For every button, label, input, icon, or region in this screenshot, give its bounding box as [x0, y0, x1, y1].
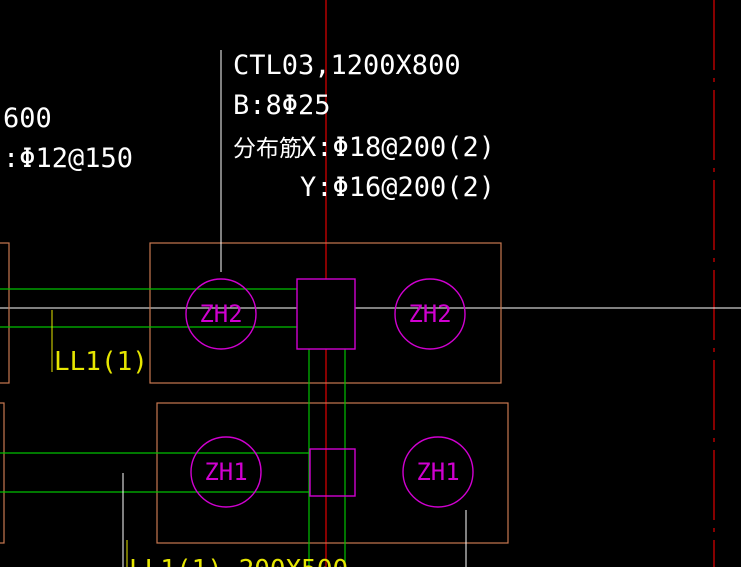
pile-cap-left-top-partial[interactable] [0, 242, 10, 384]
column-top[interactable] [296, 278, 356, 350]
pile-label-bottom-right: ZH1 [416, 458, 459, 486]
pile-circle-bottom-right[interactable] [402, 436, 474, 508]
pile-circle-top-right[interactable] [394, 278, 466, 350]
cap-note-distribution-label: 分布筋 [233, 136, 302, 162]
pile-circle-top-left[interactable] [185, 278, 257, 350]
cap-note-name: CTL03,1200X800 [233, 50, 461, 81]
cap-note-y-bars: Y:Φ16@200(2) [300, 172, 495, 203]
pile-label-bottom-left: ZH1 [204, 458, 247, 486]
pile-label-top-left: ZH2 [199, 300, 242, 328]
pile-label-top-right: ZH2 [408, 300, 451, 328]
beam-ll1-bottom[interactable] [0, 452, 310, 493]
cap-note-x-bars: X:Φ18@200(2) [300, 132, 495, 163]
pile-cap-top[interactable] [149, 242, 502, 384]
pile-circle-bottom-left[interactable] [190, 436, 262, 508]
beam-label-ll1-bottom: LL1(1) 200X500 [129, 555, 348, 567]
beam-vertical[interactable] [308, 349, 346, 567]
left-note-rebar: :Φ12@150 [3, 143, 133, 174]
left-note-dimension: 600 [3, 103, 52, 134]
pile-cap-bottom[interactable] [156, 402, 509, 544]
beam-label-ll1: LL1(1) [54, 347, 148, 377]
cap-note-bottom-bars: B:8Φ25 [233, 90, 331, 121]
pile-cap-left-bottom-partial[interactable] [0, 402, 5, 544]
beam-ll1-top[interactable] [0, 288, 298, 328]
column-bottom[interactable] [309, 448, 356, 497]
